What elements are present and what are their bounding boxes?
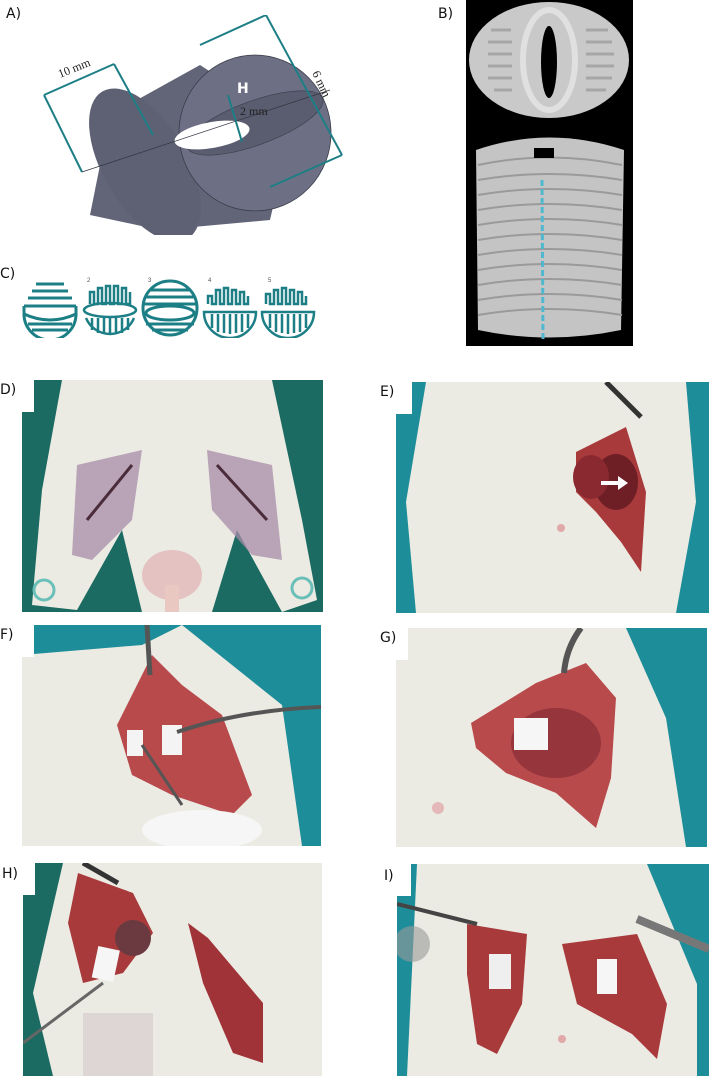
panel-g-photo-scaffold-placed	[396, 628, 707, 847]
hole-label-h: H	[237, 81, 249, 97]
panel-c-layer-patterns: 2 3 4 5	[22, 276, 322, 338]
panel-b-microct-render	[466, 0, 633, 346]
arrow-icon	[618, 476, 628, 490]
panel-label-a: A)	[6, 6, 22, 22]
pattern-number-4: 4	[208, 278, 212, 284]
panel-label-g: G)	[380, 630, 397, 646]
panel-label-h: H)	[2, 866, 18, 882]
dimension-length: 10 mm	[56, 55, 93, 81]
panel-h-photo-bilateral	[23, 863, 322, 1076]
panel-label-i: I)	[384, 868, 394, 884]
pattern-number-5: 5	[268, 278, 272, 284]
panel-label-c: C)	[0, 266, 16, 282]
pattern-number-2: 2	[87, 278, 91, 284]
dimension-hole: 2 mm	[240, 104, 268, 118]
panel-label-b: B)	[438, 6, 454, 22]
panel-label-f: F)	[0, 627, 14, 643]
panel-a-cylinder-schematic: 10 mm 6 mm 2 mm H	[30, 15, 365, 235]
pattern-number-3: 3	[148, 278, 152, 284]
panel-d-photo-incisions	[22, 380, 323, 612]
panel-e-photo-opened-incision	[396, 382, 709, 613]
panel-i-photo-both-implanted	[397, 864, 709, 1076]
panel-f-photo-scaffold-insertion	[22, 625, 321, 846]
panel-label-e: E)	[380, 384, 395, 400]
panel-label-d: D)	[0, 382, 17, 398]
